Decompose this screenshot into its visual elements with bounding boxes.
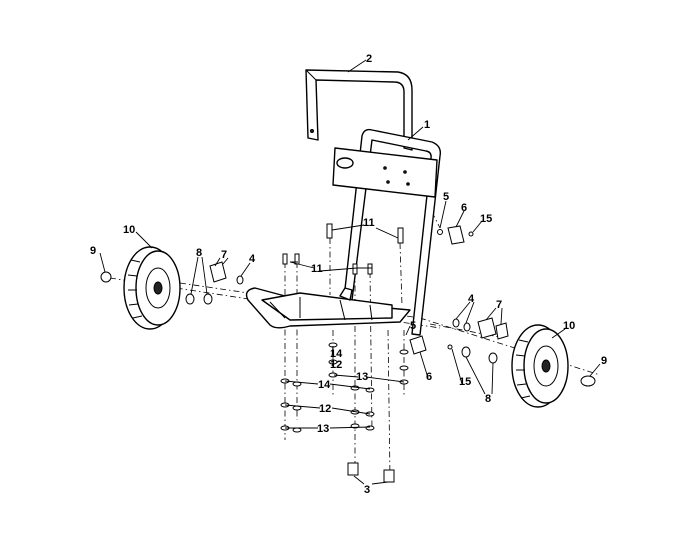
callout-14: 14	[318, 379, 331, 391]
callout-8: 8	[196, 247, 202, 259]
callout-8: 8	[485, 393, 491, 405]
callout-4: 4	[468, 293, 475, 305]
callout-9: 9	[90, 245, 96, 257]
callout-10: 10	[123, 224, 135, 236]
callout-15: 15	[459, 376, 471, 388]
callout-2: 2	[366, 53, 372, 65]
part-frame	[245, 128, 442, 336]
callout-1: 1	[424, 119, 430, 131]
callout-15: 15	[480, 213, 492, 225]
callout-12: 12	[330, 359, 342, 371]
callout-13: 13	[356, 371, 368, 383]
callout-10: 10	[563, 320, 575, 332]
callout-7: 7	[496, 299, 502, 311]
callout-3: 3	[364, 484, 370, 496]
callout-5: 5	[410, 320, 416, 332]
callout-6: 6	[461, 202, 467, 214]
part-wheel-right	[511, 324, 569, 408]
callout-14: 14	[330, 348, 343, 360]
part-wheel-left	[123, 246, 181, 330]
callout-11: 11	[311, 263, 323, 275]
callout-4: 4	[249, 253, 256, 265]
callout-7: 7	[221, 249, 227, 261]
callout-12: 12	[319, 403, 331, 415]
callout-5: 5	[443, 191, 449, 203]
callout-9: 9	[601, 355, 607, 367]
leader-lines	[99, 59, 601, 485]
callout-13: 13	[317, 423, 329, 435]
callout-11: 11	[363, 217, 375, 229]
callout-labels: 2 1 5 6 15 11 11 10 9 8 7 4 4 7 5 10 14 …	[90, 53, 607, 496]
callout-6: 6	[426, 371, 432, 383]
